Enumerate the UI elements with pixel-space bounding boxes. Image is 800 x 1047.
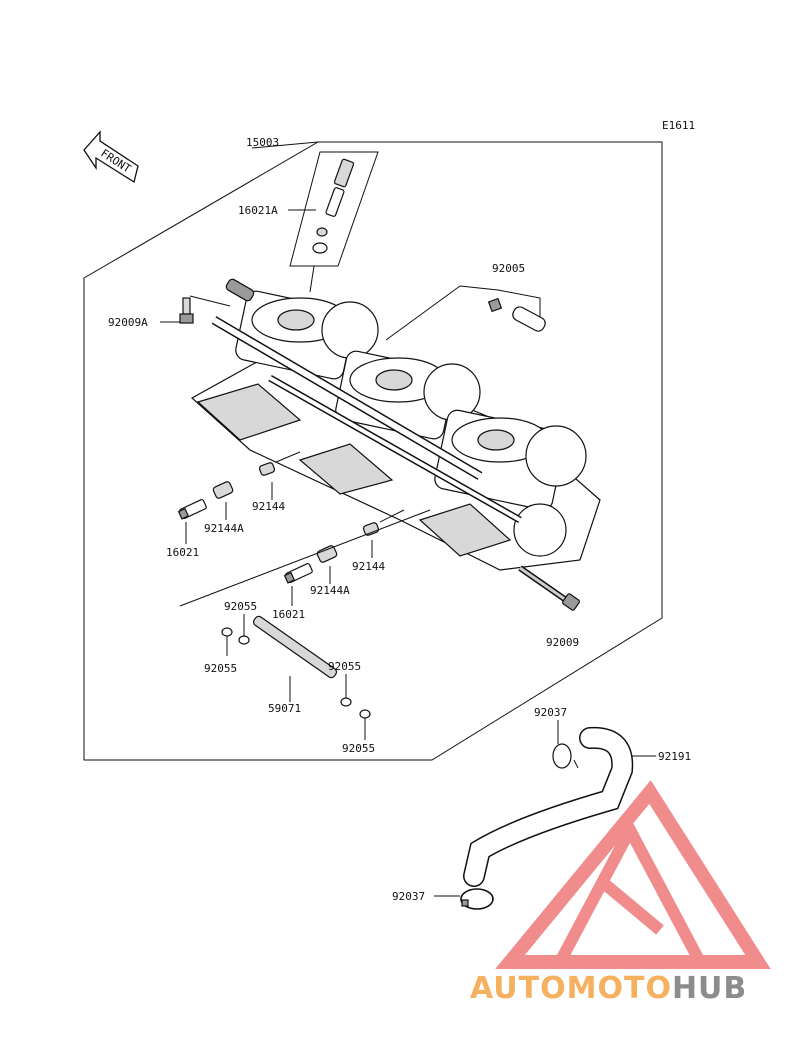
spring-92144-upper bbox=[258, 451, 301, 500]
callout-92191: 92191 bbox=[658, 750, 691, 763]
o-rings-and-pipe bbox=[221, 614, 371, 740]
callout-92144a-left: 92144A bbox=[204, 522, 244, 535]
callout-16021-lower: 16021 bbox=[272, 608, 305, 621]
callout-15003: 15003 bbox=[246, 136, 279, 149]
callout-92037-top: 92037 bbox=[534, 706, 567, 719]
assembly-outline bbox=[83, 141, 663, 761]
callout-92144-lower: 92144 bbox=[352, 560, 385, 573]
carburetor-bank bbox=[190, 278, 601, 571]
screw-16021-left bbox=[177, 499, 207, 544]
callout-92009a: 92009A bbox=[108, 316, 148, 329]
diagram-ref-code: E1611 bbox=[662, 119, 695, 132]
callout-92055-left: 92055 bbox=[204, 662, 237, 675]
callout-92144-upper: 92144 bbox=[252, 500, 285, 513]
bolt-92009a bbox=[160, 295, 231, 324]
screw-16021-lower bbox=[283, 563, 313, 606]
spring-92144-lower bbox=[362, 509, 405, 558]
callout-92055-top-left: 92055 bbox=[224, 600, 257, 613]
logo-text-hub: HUB bbox=[672, 971, 747, 1006]
hose-clamp-92037-top bbox=[552, 720, 579, 769]
top-cap-92005 bbox=[385, 285, 546, 341]
spring-92144a-left bbox=[212, 481, 234, 520]
callout-59071: 59071 bbox=[268, 702, 301, 715]
fuel-hose-92191 bbox=[463, 726, 656, 887]
callout-92055-right: 92055 bbox=[328, 660, 361, 673]
callout-92144a-lower: 92144A bbox=[310, 584, 350, 597]
hose-clamp-92037-bottom bbox=[434, 888, 494, 910]
spring-92144a-lower bbox=[316, 545, 338, 584]
pilot-screw-set-16021a bbox=[289, 151, 379, 293]
logo-wordmark: AUTOMOTOHUB bbox=[470, 971, 747, 1006]
logo-text-automoto: AUTOMOTO bbox=[470, 971, 672, 1006]
callout-92009: 92009 bbox=[546, 636, 579, 649]
automotohub-logo bbox=[495, 780, 771, 969]
callout-92005: 92005 bbox=[492, 262, 525, 275]
front-arrow-icon: FRONT bbox=[83, 130, 139, 184]
callout-92055-bottom: 92055 bbox=[342, 742, 375, 755]
callout-92037-bottom: 92037 bbox=[392, 890, 425, 903]
bolt-92009 bbox=[518, 565, 580, 611]
callout-16021-left: 16021 bbox=[166, 546, 199, 559]
callout-16021a: 16021A bbox=[238, 204, 278, 217]
